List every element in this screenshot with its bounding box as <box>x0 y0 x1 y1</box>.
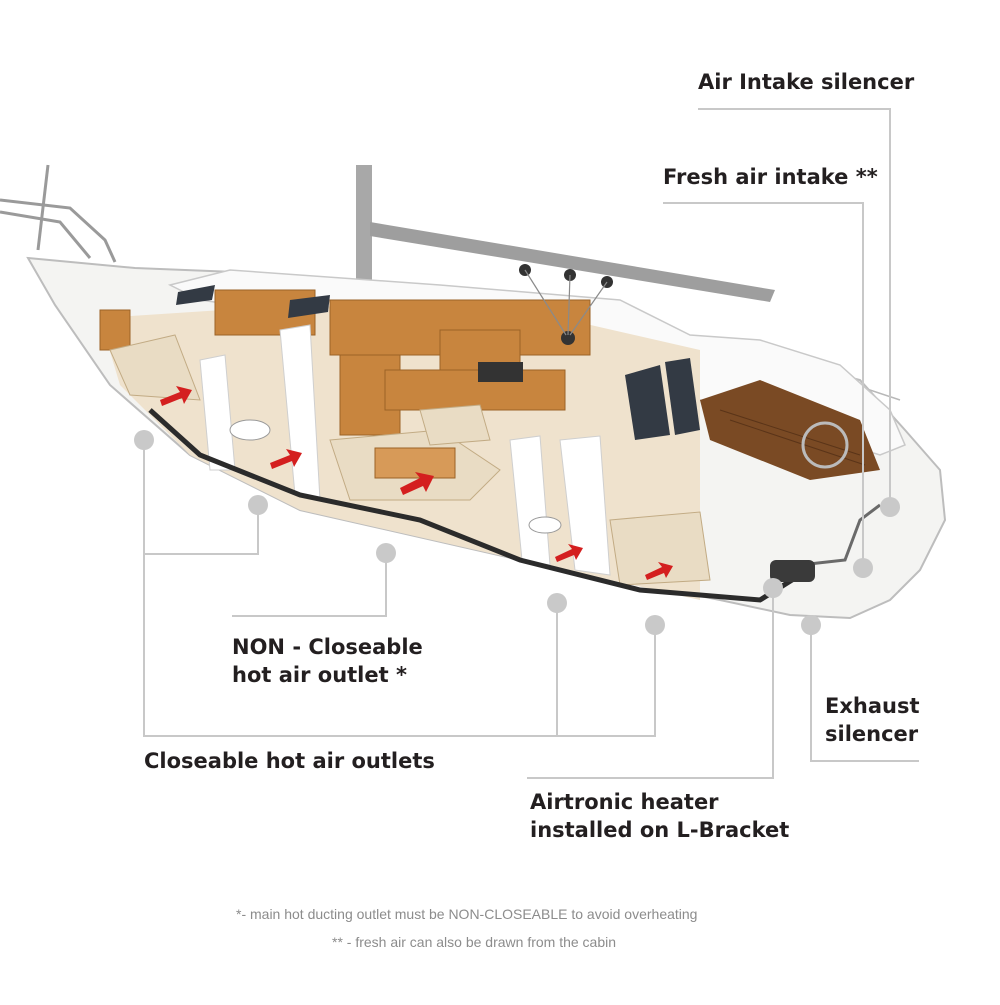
label-exhaust-silencer: Exhaust silencer <box>825 692 920 748</box>
label-heater-line1: Airtronic heater <box>530 790 719 814</box>
footnote-2: ** - fresh air can also be drawn from th… <box>332 934 617 950</box>
marker-closeable-4 <box>645 615 665 635</box>
marker-closeable-2 <box>248 495 268 515</box>
marker-air-intake <box>880 497 900 517</box>
label-non-closeable-line2: hot air outlet * <box>232 663 407 687</box>
leader-closeable-1 <box>143 440 558 737</box>
marker-closeable-3 <box>547 593 567 613</box>
label-exhaust-line2: silencer <box>825 722 919 746</box>
galley-stove <box>478 362 523 382</box>
marker-non-closeable <box>376 543 396 563</box>
label-non-closeable-outlet: NON - Closeable hot air outlet * <box>232 633 423 689</box>
heads <box>229 419 562 534</box>
bow-pulpit <box>0 164 117 263</box>
marker-fresh-air <box>853 558 873 578</box>
marker-closeable-1 <box>134 430 154 450</box>
marker-heater <box>763 578 783 598</box>
fresh-air-duct <box>799 503 881 567</box>
marker-exhaust <box>801 615 821 635</box>
hot-air-duct <box>148 408 802 603</box>
leader-closeable-3 <box>557 625 656 737</box>
label-non-closeable-line1: NON - Closeable <box>232 635 423 659</box>
markers <box>134 430 900 635</box>
leader-exhaust <box>810 625 919 762</box>
leader-lines <box>143 108 919 779</box>
leader-fresh-air <box>663 202 864 565</box>
leader-air-intake <box>698 108 891 507</box>
airtronic-heater <box>770 560 815 582</box>
footnote-1: *- main hot ducting outlet must be NON-C… <box>236 906 698 922</box>
spreader-lines <box>524 269 608 336</box>
label-airtronic-heater: Airtronic heater installed on L-Bracket <box>530 788 789 844</box>
steering-wheel <box>801 421 849 469</box>
label-closeable-outlets: Closeable hot air outlets <box>144 749 435 773</box>
label-fresh-air-intake: Fresh air intake ** <box>663 165 878 189</box>
cabin-windows <box>176 285 700 440</box>
hot-air-arrows <box>160 386 673 580</box>
mast <box>356 165 372 315</box>
boom <box>370 222 775 302</box>
leader-closeable-2 <box>144 505 259 555</box>
leader-heater <box>527 588 774 779</box>
label-air-intake-silencer: Air Intake silencer <box>698 70 915 94</box>
saloon-table <box>374 447 456 479</box>
label-heater-line2: installed on L-Bracket <box>530 818 790 842</box>
leader-non-closeable <box>232 553 387 617</box>
label-exhaust-line1: Exhaust <box>825 694 920 718</box>
